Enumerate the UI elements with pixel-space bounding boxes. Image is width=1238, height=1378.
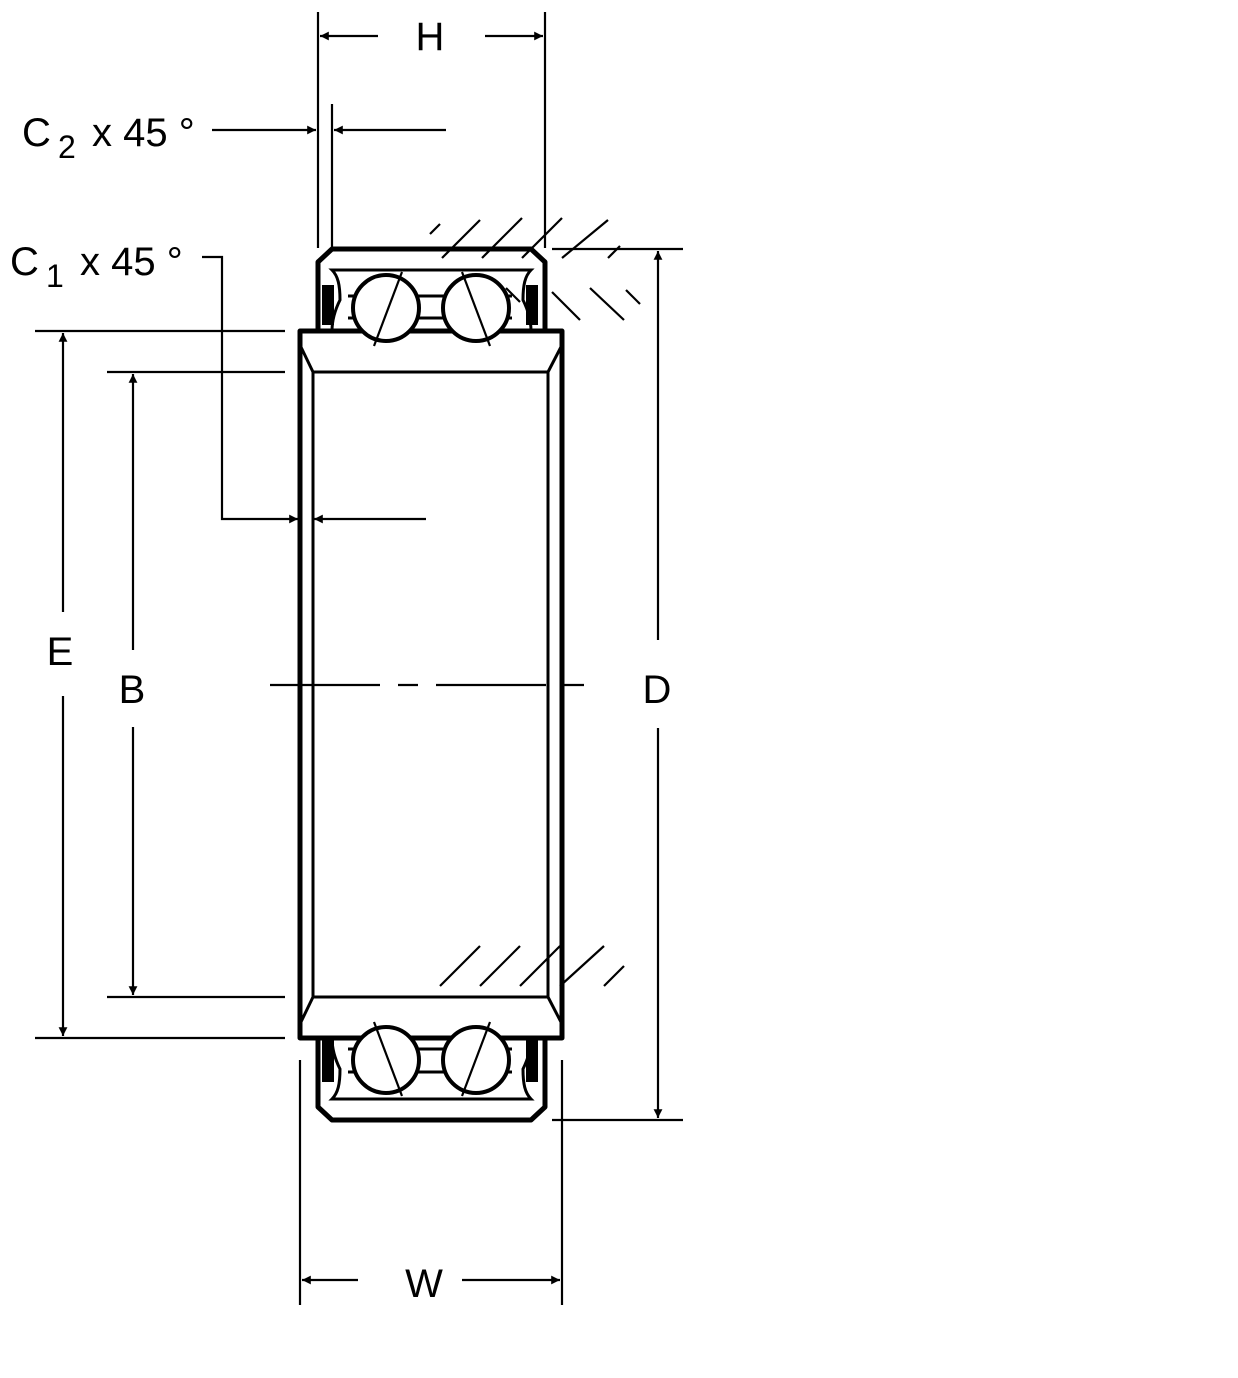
dimension-h: H — [320, 15, 543, 59]
extension-lines — [35, 12, 683, 1305]
label-c2-angle: x 45 ° — [92, 111, 195, 155]
dimension-w: W — [302, 1262, 560, 1306]
ball-top-left — [351, 273, 421, 343]
label-b: B — [119, 668, 146, 712]
label-c1-angle: x 45 ° — [80, 240, 183, 284]
dimension-e: E — [47, 333, 74, 1036]
ball-bottom-left — [351, 1025, 421, 1095]
label-c2-letter: C — [22, 111, 51, 155]
top-bearing-section — [315, 246, 548, 347]
dimension-b: B — [119, 374, 146, 995]
label-d: D — [643, 668, 672, 712]
label-c2-subscript: 2 — [58, 129, 76, 165]
dimension-c2: C 2 x 45 ° — [22, 111, 446, 165]
label-w: W — [405, 1262, 443, 1306]
label-c1-letter: C — [10, 240, 39, 284]
dimension-c1: C 1 x 45 ° — [10, 240, 426, 524]
label-h: H — [416, 15, 445, 59]
label-e: E — [47, 630, 74, 674]
bottom-bearing-section — [315, 1021, 548, 1123]
label-c1-subscript: 1 — [46, 258, 64, 294]
dimension-d: D — [643, 251, 672, 1118]
